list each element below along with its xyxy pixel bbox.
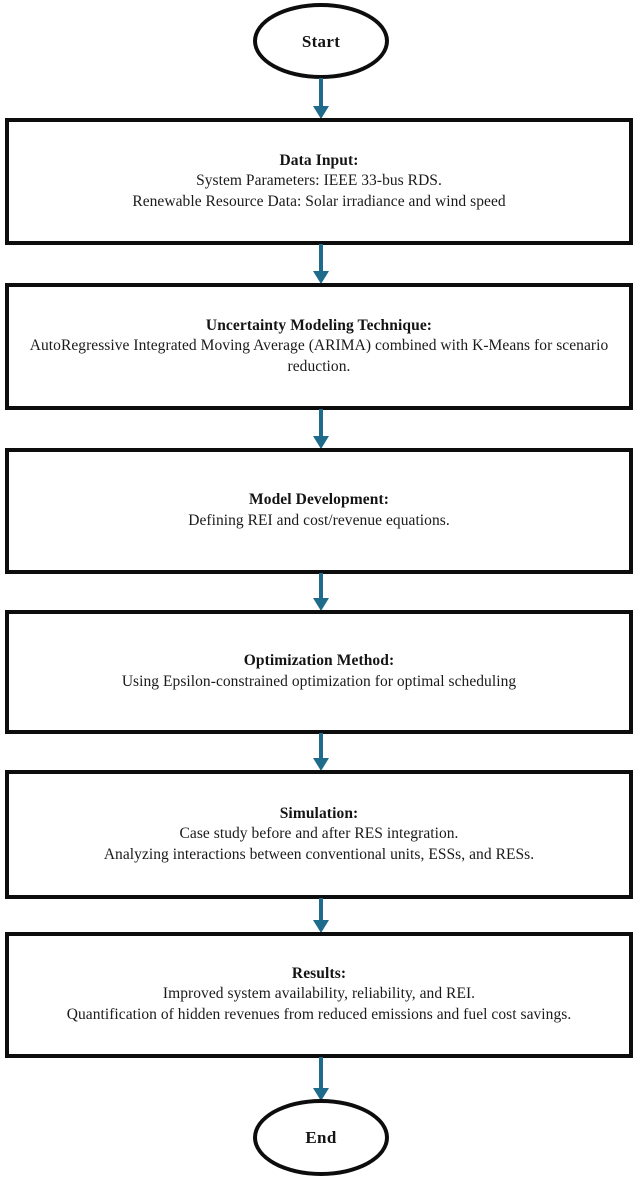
arrow-stem xyxy=(319,898,323,921)
flow-node-simulation-line-2: Analyzing interactions between conventio… xyxy=(103,845,535,863)
flow-node-results-title: Results: xyxy=(291,965,347,982)
flow-node-start: Start xyxy=(253,3,389,79)
arrow-stem xyxy=(319,409,323,437)
flow-node-model-development: Model Development: Defining REI and cost… xyxy=(5,448,633,574)
flow-node-data-input-line-1: System Parameters: IEEE 33-bus RDS. xyxy=(196,171,442,189)
flow-node-optimization-method-title: Optimization Method: xyxy=(243,652,395,670)
flow-node-uncertainty-line-1: AutoRegressive Integrated Moving Average… xyxy=(29,336,609,375)
arrow-stem xyxy=(319,573,323,599)
flow-node-uncertainty: Uncertainty Modeling Technique: AutoRegr… xyxy=(5,283,633,410)
flow-node-simulation: Simulation: Case study before and after … xyxy=(5,770,633,899)
flow-node-data-input: Data Input: System Parameters: IEEE 33-b… xyxy=(5,118,633,245)
flow-node-start-label: Start xyxy=(301,31,341,51)
flow-arrow-start-to-data-input xyxy=(313,78,329,119)
flow-node-optimization-method-line-1: Using Epsilon-constrained optimization f… xyxy=(121,672,517,690)
flow-node-model-development-line-1: Defining REI and cost/revenue equations. xyxy=(188,511,450,529)
flow-arrow-data-input-to-uncertainty xyxy=(313,244,329,284)
flow-arrow-optimization-to-simulation xyxy=(313,733,329,771)
arrow-stem xyxy=(319,78,323,107)
flow-node-data-input-line-2: Renewable Resource Data: Solar irradianc… xyxy=(132,192,506,210)
arrow-stem xyxy=(319,244,323,272)
flow-node-end: End xyxy=(253,1099,389,1176)
flow-node-simulation-title: Simulation: xyxy=(279,804,359,822)
flow-node-simulation-line-1: Case study before and after RES integrat… xyxy=(179,824,459,842)
flow-node-results-line-2: Quantification of hidden revenues from r… xyxy=(66,1006,572,1024)
flow-arrow-results-to-end xyxy=(313,1057,329,1101)
flow-node-results-line-1: Improved system availability, reliabilit… xyxy=(162,985,476,1003)
flow-arrow-model-dev-to-optimization xyxy=(313,573,329,611)
flow-node-results: Results: Improved system availability, r… xyxy=(5,932,633,1058)
arrow-stem xyxy=(319,733,323,759)
flow-node-uncertainty-title: Uncertainty Modeling Technique: xyxy=(205,316,433,334)
flow-arrow-uncertainty-to-model-dev xyxy=(313,409,329,449)
flow-node-optimization-method: Optimization Method: Using Epsilon-const… xyxy=(5,610,633,734)
flow-node-end-label: End xyxy=(305,1128,337,1147)
flow-node-data-input-title: Data Input: xyxy=(279,151,359,169)
flow-arrow-simulation-to-results xyxy=(313,898,329,933)
arrow-stem xyxy=(319,1057,323,1089)
flow-node-model-development-title: Model Development: xyxy=(249,491,389,509)
